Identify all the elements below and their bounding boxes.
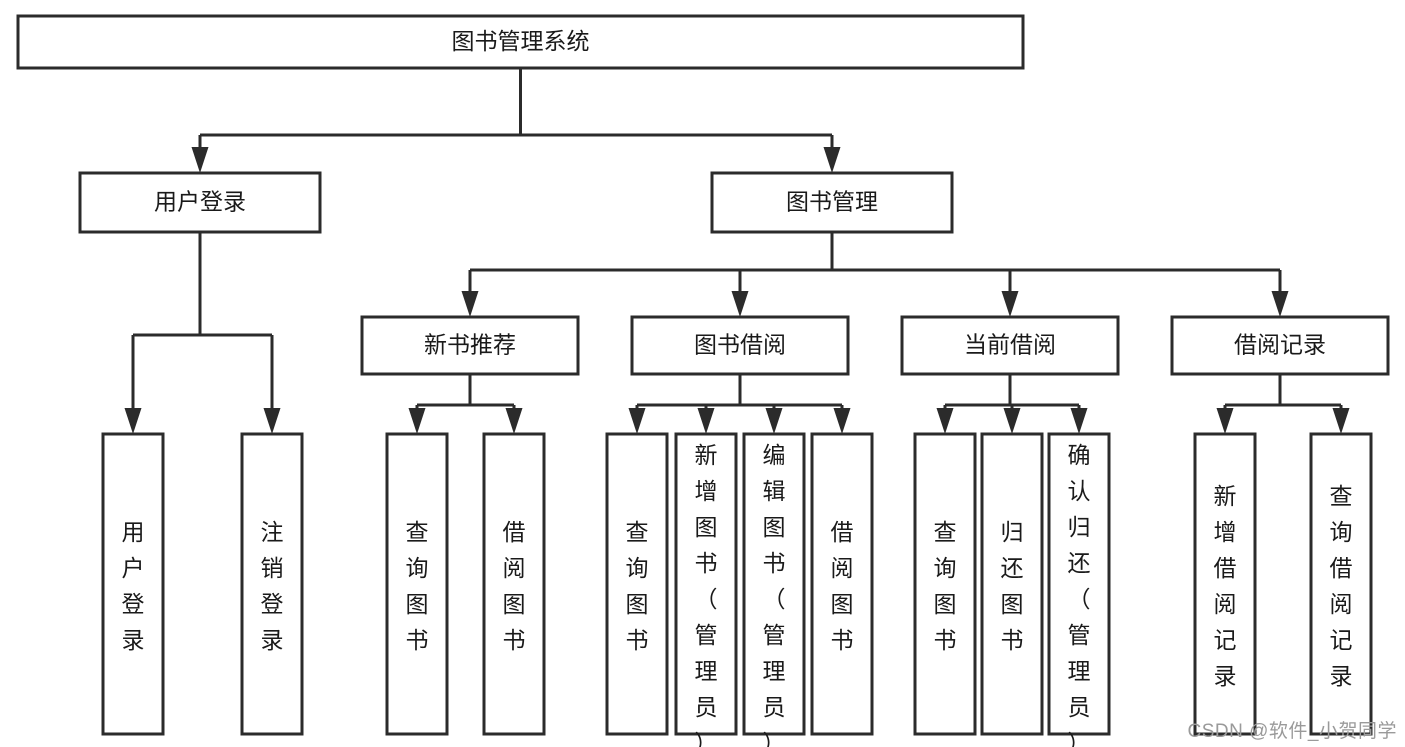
node-box-leaf-confirm-return[interactable] xyxy=(1047,432,1111,736)
node-box-leaf-query-book-1[interactable] xyxy=(385,432,449,736)
node-label-borrow-record: 借阅记录 xyxy=(1234,332,1326,358)
node-label-leaf-query-book-2: 查询图书 xyxy=(626,519,649,653)
edge-group-borrow-record xyxy=(1216,374,1350,434)
node-label-leaf-add-record: 新增借阅记录 xyxy=(1214,483,1237,689)
edge-group-user-login xyxy=(124,232,281,434)
node-root[interactable]: 图书管理系统 xyxy=(16,14,1025,70)
node-label-root: 图书管理系统 xyxy=(452,28,590,54)
node-box-leaf-add-record[interactable] xyxy=(1193,432,1257,736)
node-box-leaf-query-book-2[interactable] xyxy=(605,432,669,736)
node-leaf-return-book[interactable]: 归还图书 xyxy=(980,432,1044,736)
node-leaf-logout[interactable]: 注销登录 xyxy=(240,432,304,736)
node-leaf-confirm-return[interactable]: 确认归还（管理员） xyxy=(1047,432,1111,747)
node-current-borrow[interactable]: 当前借阅 xyxy=(900,315,1120,376)
node-box-leaf-query-record[interactable] xyxy=(1309,432,1373,736)
node-box-leaf-borrow-book-2[interactable] xyxy=(810,432,874,736)
node-book-borrow[interactable]: 图书借阅 xyxy=(630,315,850,376)
node-label-leaf-user-login: 用户登录 xyxy=(122,519,145,653)
node-book-manage[interactable]: 图书管理 xyxy=(710,171,954,234)
node-label-book-borrow: 图书借阅 xyxy=(694,332,786,358)
node-box-leaf-add-book[interactable] xyxy=(674,432,738,736)
node-box-leaf-query-book-3[interactable] xyxy=(913,432,977,736)
node-box-root[interactable] xyxy=(16,14,1025,70)
node-leaf-add-book[interactable]: 新增图书（管理员） xyxy=(674,432,738,747)
edges-layer xyxy=(124,68,1350,434)
edge-group-book-borrow xyxy=(628,374,851,434)
node-label-new-book-rec: 新书推荐 xyxy=(424,332,516,358)
node-leaf-edit-book[interactable]: 编辑图书（管理员） xyxy=(742,432,806,747)
node-box-leaf-return-book[interactable] xyxy=(980,432,1044,736)
node-leaf-query-record[interactable]: 查询借阅记录 xyxy=(1309,432,1373,736)
node-leaf-query-book-3[interactable]: 查询图书 xyxy=(913,432,977,736)
node-leaf-add-record[interactable]: 新增借阅记录 xyxy=(1193,432,1257,736)
node-user-login[interactable]: 用户登录 xyxy=(78,171,322,234)
edge-group-root xyxy=(191,68,841,173)
node-box-leaf-user-login[interactable] xyxy=(101,432,165,736)
node-label-leaf-return-book: 归还图书 xyxy=(1001,519,1024,653)
node-label-leaf-logout: 注销登录 xyxy=(261,519,284,653)
node-box-user-login[interactable] xyxy=(78,171,322,234)
node-box-borrow-record[interactable] xyxy=(1170,315,1390,376)
node-label-leaf-borrow-book-1: 借阅图书 xyxy=(503,519,526,653)
node-label-current-borrow: 当前借阅 xyxy=(964,332,1056,358)
node-label-leaf-confirm-return: 确认归还（管理员） xyxy=(1068,442,1091,747)
node-leaf-query-book-1[interactable]: 查询图书 xyxy=(385,432,449,736)
node-box-current-borrow[interactable] xyxy=(900,315,1120,376)
node-label-leaf-add-book: 新增图书（管理员） xyxy=(695,442,718,747)
node-leaf-user-login[interactable]: 用户登录 xyxy=(101,432,165,736)
node-box-leaf-borrow-book-1[interactable] xyxy=(482,432,546,736)
edge-group-current-borrow xyxy=(936,374,1088,434)
node-box-leaf-logout[interactable] xyxy=(240,432,304,736)
node-label-leaf-query-record: 查询借阅记录 xyxy=(1330,483,1353,689)
node-label-leaf-query-book-1: 查询图书 xyxy=(406,519,429,653)
edge-group-new-book-rec xyxy=(408,374,523,434)
watermark-text: CSDN @软件_小贺同学 xyxy=(1187,721,1397,742)
node-label-user-login: 用户登录 xyxy=(154,189,246,215)
edge-group-book-manage xyxy=(461,232,1289,317)
node-label-leaf-borrow-book-2: 借阅图书 xyxy=(831,519,854,653)
node-leaf-borrow-book-2[interactable]: 借阅图书 xyxy=(810,432,874,736)
node-leaf-query-book-2[interactable]: 查询图书 xyxy=(605,432,669,736)
node-box-book-manage[interactable] xyxy=(710,171,954,234)
node-borrow-record[interactable]: 借阅记录 xyxy=(1170,315,1390,376)
node-box-leaf-edit-book[interactable] xyxy=(742,432,806,736)
node-label-leaf-query-book-3: 查询图书 xyxy=(934,519,957,653)
nodes-layer: 图书管理系统用户登录图书管理新书推荐图书借阅当前借阅借阅记录用户登录注销登录查询… xyxy=(16,14,1390,747)
node-label-leaf-edit-book: 编辑图书（管理员） xyxy=(763,442,786,747)
node-leaf-borrow-book-1[interactable]: 借阅图书 xyxy=(482,432,546,736)
node-new-book-rec[interactable]: 新书推荐 xyxy=(360,315,580,376)
node-label-book-manage: 图书管理 xyxy=(786,189,878,215)
node-box-new-book-rec[interactable] xyxy=(360,315,580,376)
node-box-book-borrow[interactable] xyxy=(630,315,850,376)
